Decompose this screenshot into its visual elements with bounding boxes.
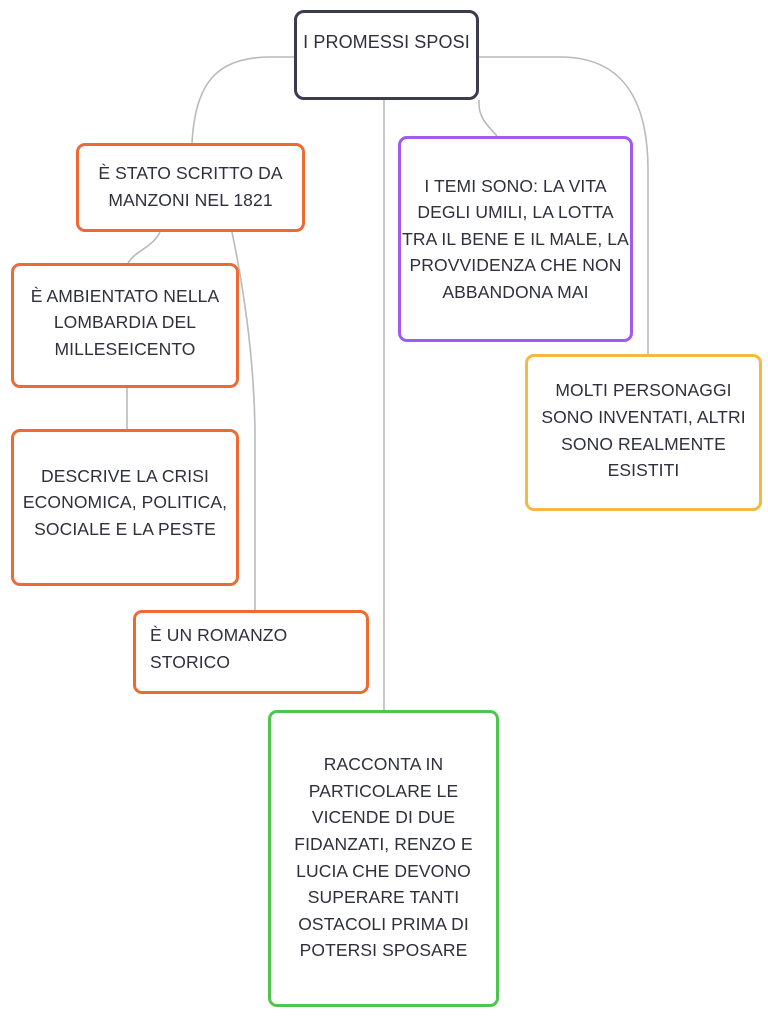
node-temi[interactable]: I TEMI SONO: LA VITA DEGLI UMILI, LA LOT…	[398, 136, 633, 342]
node-scritto-label: È STATO SCRITTO DA MANZONI NEL 1821	[98, 162, 283, 210]
node-romanzo-label: È UN ROMANZO STORICO	[150, 625, 288, 672]
node-descrive-label: DESCRIVE LA CRISI ECONOMICA, POLITICA, S…	[22, 465, 228, 539]
node-racconta-label: RACCONTA IN PARTICOLARE LE VICENDE DI DU…	[294, 754, 473, 961]
node-personaggi[interactable]: MOLTI PERSONAGGI SONO INVENTATI, ALTRI S…	[525, 354, 762, 511]
node-personaggi-label: MOLTI PERSONAGGI SONO INVENTATI, ALTRI S…	[541, 380, 746, 481]
node-root[interactable]: I PROMESSI SPOSI	[294, 10, 479, 100]
edge-root-to-temi	[478, 100, 498, 137]
node-descrive[interactable]: DESCRIVE LA CRISI ECONOMICA, POLITICA, S…	[11, 429, 239, 586]
node-romanzo[interactable]: È UN ROMANZO STORICO	[133, 610, 369, 694]
edge-root-to-scritto	[191, 56, 294, 144]
node-temi-label: I TEMI SONO: LA VITA DEGLI UMILI, LA LOT…	[402, 175, 629, 302]
node-root-label: I PROMESSI SPOSI	[303, 32, 470, 52]
node-scritto[interactable]: È STATO SCRITTO DA MANZONI NEL 1821	[76, 143, 305, 232]
edge-scritto-to-ambientato	[127, 231, 161, 264]
node-ambientato[interactable]: È AMBIENTATO NELLA LOMBARDIA DEL MILLESE…	[11, 263, 239, 388]
node-racconta[interactable]: RACCONTA IN PARTICOLARE LE VICENDE DI DU…	[268, 710, 499, 1007]
node-ambientato-label: È AMBIENTATO NELLA LOMBARDIA DEL MILLESE…	[30, 285, 220, 359]
